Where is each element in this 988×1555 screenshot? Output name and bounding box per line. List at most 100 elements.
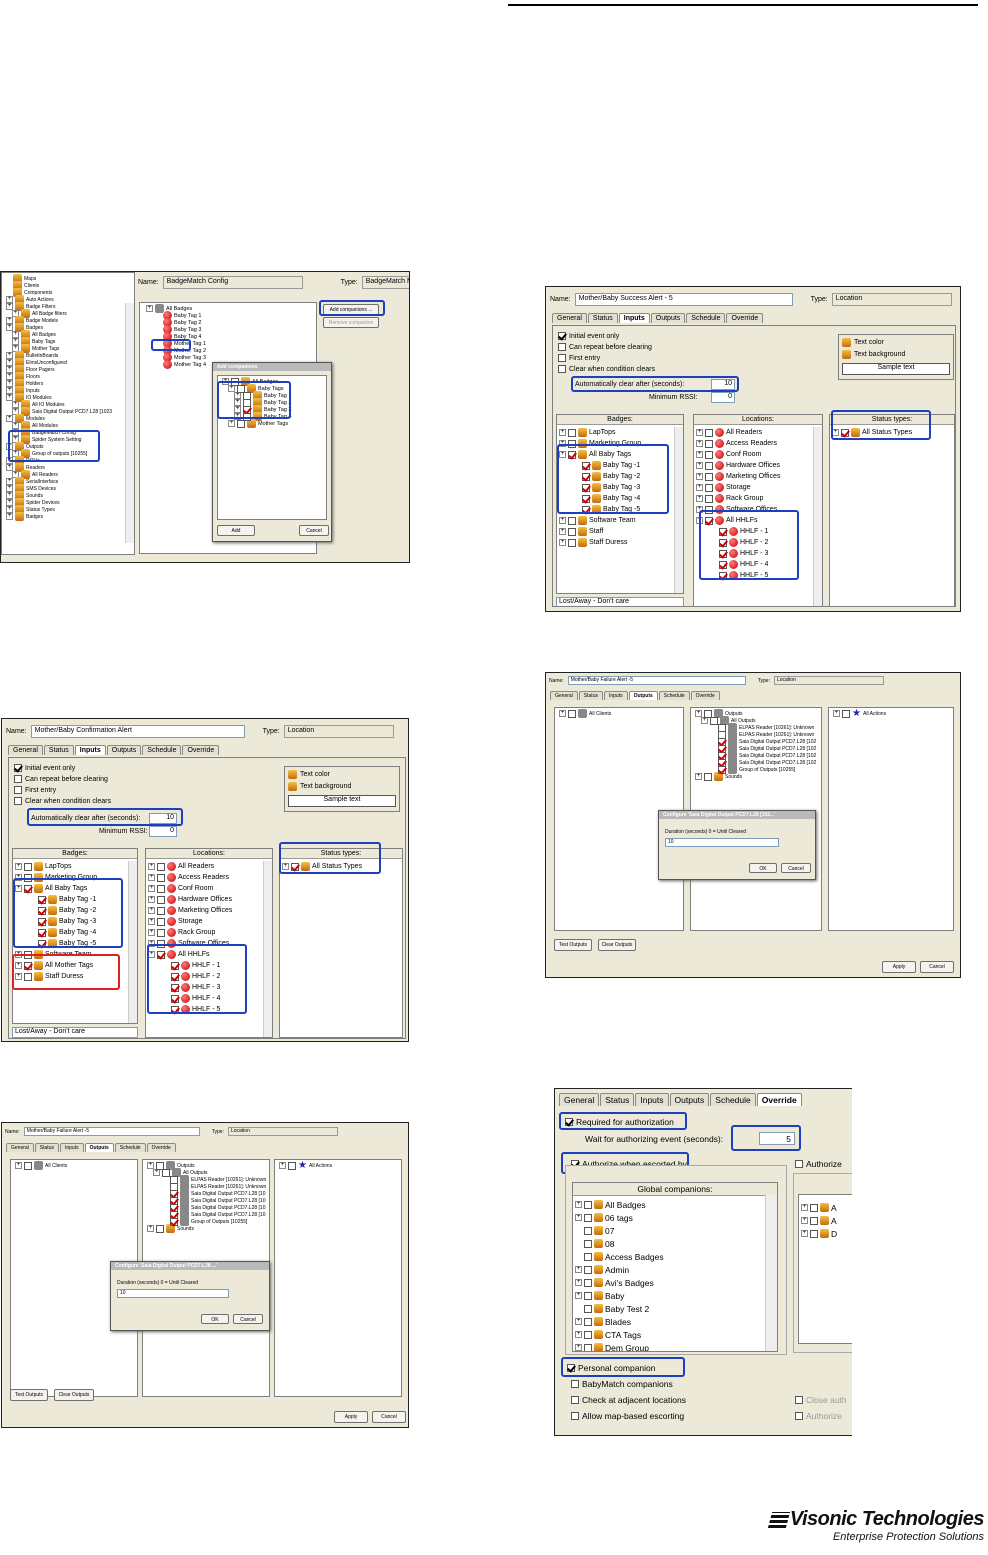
personal-companion[interactable]: Personal companion	[567, 1363, 656, 1373]
duration-field[interactable]: 10	[117, 1289, 229, 1298]
list-item[interactable]: +SMS Devices	[2, 484, 112, 493]
list-item[interactable]: +Baby Tag -2	[13, 905, 137, 916]
list-checkbox[interactable]	[584, 1343, 592, 1351]
option-1[interactable]: Can repeat before clearing	[558, 343, 655, 351]
list-checkbox[interactable]	[24, 1161, 32, 1170]
close-auth[interactable]: Close auth	[795, 1395, 847, 1405]
list-item[interactable]: +Mother Tags	[220, 419, 291, 428]
list-item[interactable]: +Floor Pagers	[2, 365, 112, 374]
list-item[interactable]: +Saia Digital Output PCD7.L28 [10	[145, 1189, 266, 1198]
expand-icon[interactable]: +	[6, 324, 13, 331]
name-field[interactable]: Mother/Baby Failure Alert -5	[567, 676, 746, 685]
list-item[interactable]: +LapTops	[557, 427, 683, 438]
expand-icon[interactable]: +	[12, 331, 19, 338]
expand-icon[interactable]: +	[6, 352, 13, 359]
expand-icon[interactable]: +	[147, 1162, 154, 1169]
list-checkbox[interactable]	[38, 928, 46, 937]
list-item[interactable]: +Dem Group	[573, 1341, 777, 1351]
list-checkbox[interactable]	[810, 1229, 818, 1238]
list-item[interactable]: +All Readers	[694, 427, 822, 438]
list-item[interactable]: +Outputs	[693, 709, 816, 718]
list-item[interactable]: +Baby Tags	[2, 337, 112, 346]
list-checkbox[interactable]	[719, 527, 727, 536]
expand-icon[interactable]: +	[234, 406, 241, 413]
tab-inputs[interactable]: Inputs	[74, 745, 106, 755]
list-checkbox[interactable]	[841, 428, 849, 437]
list-checkbox[interactable]	[584, 1330, 592, 1339]
list-item[interactable]: +Storage	[146, 916, 272, 927]
expand-icon[interactable]: +	[801, 1204, 808, 1211]
list-checkbox[interactable]	[705, 439, 713, 448]
list-checkbox[interactable]	[38, 895, 46, 904]
list-item[interactable]: +Hardware Offices	[694, 460, 822, 471]
expand-icon[interactable]: +	[282, 863, 289, 870]
list-item[interactable]: +Access Badges	[573, 1250, 777, 1263]
expand-icon[interactable]: +	[696, 440, 703, 447]
authorize-bottom[interactable]: Authorize	[795, 1411, 842, 1421]
list-checkbox[interactable]	[810, 1203, 818, 1212]
expand-icon[interactable]: +	[12, 422, 19, 429]
list-item[interactable]: +★All Actions	[831, 709, 886, 719]
badges-scrollbar[interactable]	[674, 427, 683, 593]
allow-map-escorting[interactable]: Allow map-based escorting	[571, 1411, 684, 1421]
list-checkbox[interactable]	[157, 873, 165, 882]
list-item[interactable]: +All Badges	[2, 330, 112, 339]
list-item[interactable]: +Sounds	[145, 1224, 266, 1233]
tab-schedule[interactable]: Schedule	[658, 691, 690, 700]
list-checkbox[interactable]	[582, 461, 590, 470]
ok-button[interactable]: OK	[749, 863, 777, 873]
auto-clear-field[interactable]: 10	[711, 379, 735, 390]
list-item[interactable]: +★All Actions	[277, 1161, 332, 1171]
expand-icon[interactable]: +	[559, 528, 566, 535]
expand-icon[interactable]: +	[15, 962, 22, 969]
list-checkbox[interactable]	[38, 906, 46, 915]
option-0[interactable]: Initial event only	[558, 332, 655, 340]
list-checkbox[interactable]	[584, 1226, 592, 1235]
list-checkbox[interactable]	[162, 1168, 170, 1177]
tab-inputs[interactable]: Inputs	[59, 1143, 84, 1152]
list-item[interactable]: +Sounds	[693, 772, 816, 781]
expand-icon[interactable]: +	[148, 885, 155, 892]
list-item[interactable]: +Group of Outputs [10255]	[693, 765, 816, 774]
tab-general[interactable]: General	[6, 1143, 34, 1152]
tab-status[interactable]: Status	[43, 745, 74, 755]
list-checkbox[interactable]	[705, 483, 713, 492]
expand-icon[interactable]: +	[575, 1292, 582, 1299]
list-checkbox[interactable]	[582, 494, 590, 503]
list-item[interactable]: +Access Readers	[694, 438, 822, 449]
list-item[interactable]: +HHLF - 3	[146, 982, 272, 993]
list-checkbox[interactable]	[584, 1278, 592, 1287]
list-item[interactable]: +All Baby Tags	[557, 449, 683, 460]
list-item[interactable]: +ELPAS Reader [10261]: Unknown	[145, 1182, 266, 1191]
ok-button[interactable]: OK	[201, 1314, 229, 1324]
list-checkbox[interactable]	[24, 873, 32, 882]
list-checkbox[interactable]	[157, 939, 165, 948]
list-item[interactable]: +Readers	[2, 463, 112, 472]
expand-icon[interactable]: +	[6, 464, 13, 471]
list-checkbox[interactable]	[582, 483, 590, 492]
authorize-right[interactable]: Authorize	[795, 1159, 842, 1169]
expand-icon[interactable]: +	[801, 1230, 808, 1237]
apply-button[interactable]: Apply	[334, 1411, 368, 1423]
expand-icon[interactable]: +	[6, 492, 13, 499]
list-item[interactable]: +Baby Tags	[220, 384, 291, 393]
tab-outputs[interactable]: Outputs	[650, 313, 686, 323]
list-item[interactable]: +08	[573, 1237, 777, 1250]
list-checkbox[interactable]	[705, 494, 713, 503]
list-item[interactable]: +Avi's Badges	[573, 1276, 777, 1289]
tab-schedule[interactable]: Schedule	[142, 745, 182, 755]
list-item[interactable]: +All Clients	[13, 1161, 67, 1170]
expand-icon[interactable]: +	[575, 1266, 582, 1273]
list-item[interactable]: +Spider Devices	[2, 498, 112, 507]
list-item[interactable]: +Saia Digital Output PCD7.L28 [102	[693, 751, 816, 760]
tab-outputs[interactable]: Outputs	[84, 1143, 114, 1152]
list-item[interactable]: +BadgeMatch Config	[2, 428, 112, 437]
list-item[interactable]: +All Outputs	[145, 1168, 266, 1177]
expand-icon[interactable]: +	[801, 1217, 808, 1224]
expand-icon[interactable]: +	[696, 429, 703, 436]
tab-outputs[interactable]: Outputs	[106, 745, 142, 755]
list-item[interactable]: +Baby Tag 4	[144, 332, 206, 341]
expand-icon[interactable]: +	[575, 1279, 582, 1286]
list-checkbox[interactable]	[243, 412, 251, 421]
expand-icon[interactable]: +	[559, 517, 566, 524]
